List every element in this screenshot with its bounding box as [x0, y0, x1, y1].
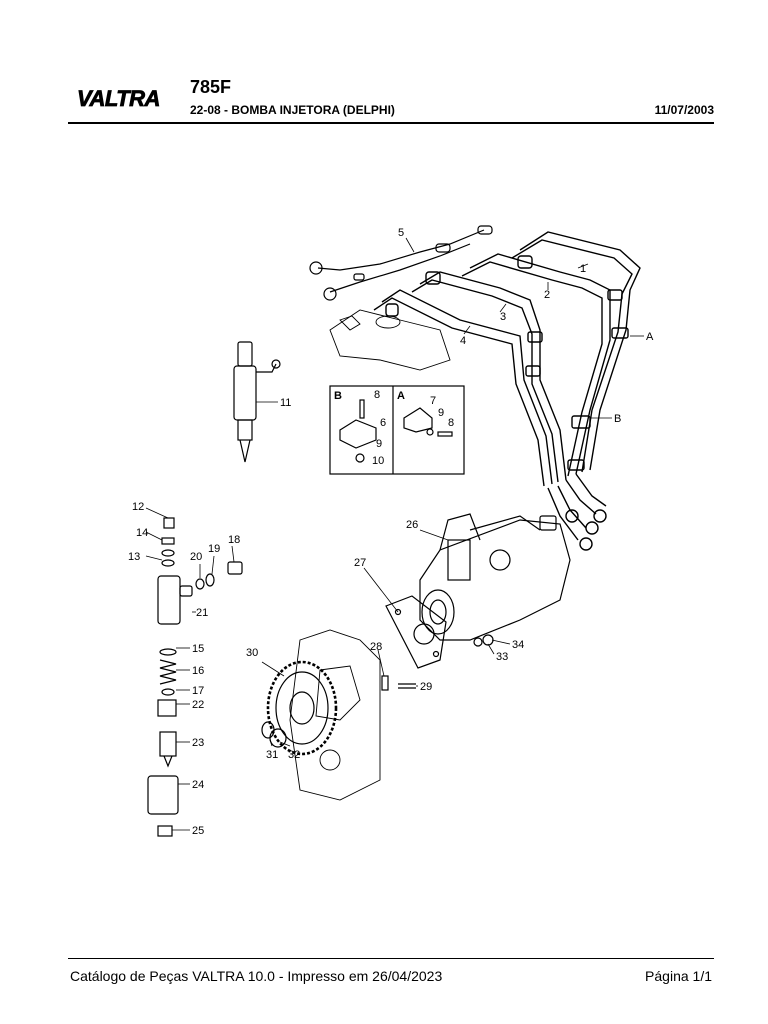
- injector: [233, 341, 281, 463]
- inset-B-callout-8: 8: [374, 389, 380, 401]
- nozzle-holder-parts: [147, 517, 243, 837]
- callout-labels: 1 2 3 4 5 A B 11 B A 8 6 9 10 7 9 8 12 1…: [128, 227, 654, 837]
- drive-gear: [261, 660, 338, 756]
- inset-B-callout-9: 9: [376, 438, 382, 450]
- inset-B-callout-6: 6: [380, 417, 386, 429]
- footer-catalog-text: Catálogo de Peças VALTRA 10.0 - Impresso…: [70, 968, 443, 984]
- callout-30: 30: [246, 647, 258, 659]
- inset-A-label: A: [397, 390, 405, 402]
- fasteners: [381, 634, 494, 691]
- callout-28: 28: [370, 641, 382, 653]
- callout-16: 16: [192, 665, 204, 677]
- engine-block: [289, 629, 381, 801]
- detail-inset-box: [329, 385, 465, 475]
- pump-gasket: [385, 595, 447, 669]
- callout-21: 21: [196, 607, 208, 619]
- model-name: 785F: [190, 77, 232, 97]
- callout-13: 13: [128, 551, 140, 563]
- callout-5: 5: [398, 227, 404, 239]
- inset-A-callout-8: 8: [448, 417, 454, 429]
- callout-18: 18: [228, 534, 240, 546]
- callout-29: 29: [420, 681, 432, 693]
- callout-22: 22: [192, 699, 204, 711]
- header-divider: [68, 122, 714, 124]
- callout-14: 14: [136, 527, 148, 539]
- callout-23: 23: [192, 737, 204, 749]
- section-title: 22-08 - BOMBA INJETORA (DELPHI): [190, 103, 395, 117]
- callout-27: 27: [354, 557, 366, 569]
- callout-1: 1: [580, 263, 586, 275]
- callout-26: 26: [406, 519, 418, 531]
- svg-text:VALTRA: VALTRA: [77, 86, 160, 111]
- inset-B-callout-10: 10: [372, 455, 384, 467]
- callout-19: 19: [208, 543, 220, 555]
- callout-32: 32: [288, 749, 300, 761]
- catalog-date: 11/07/2003: [654, 103, 714, 117]
- callout-33: 33: [496, 651, 508, 663]
- callout-34: 34: [512, 639, 524, 651]
- footer-divider: [68, 958, 714, 959]
- inset-B-label: B: [334, 390, 342, 402]
- footer-page-number: Página 1/1: [645, 968, 712, 984]
- leak-off-pipe: [309, 225, 493, 301]
- callout-11: 11: [280, 397, 291, 409]
- callout-31: 31: [266, 749, 278, 761]
- callout-2: 2: [544, 289, 550, 301]
- detail-label-A: A: [646, 331, 654, 343]
- injector-pipes: [373, 231, 641, 551]
- inset-A-callout-7: 7: [430, 395, 436, 407]
- callout-4: 4: [460, 335, 466, 347]
- callout-20: 20: [190, 551, 202, 563]
- callout-25: 25: [192, 825, 204, 837]
- callout-leaders: [145, 237, 644, 831]
- callout-24: 24: [192, 779, 204, 791]
- page-header: VALTRA 785F 22-08 - BOMBA INJETORA (DELP…: [0, 0, 768, 130]
- callout-17: 17: [192, 685, 204, 697]
- injection-pump: [419, 513, 571, 641]
- engine-head-fragment: [329, 309, 451, 371]
- valtra-logo: VALTRA: [75, 86, 183, 111]
- callout-15: 15: [192, 643, 204, 655]
- inset-A-callout-9: 9: [438, 407, 444, 419]
- detail-label-B: B: [614, 413, 621, 425]
- callout-12: 12: [132, 501, 144, 513]
- callout-3: 3: [500, 311, 506, 323]
